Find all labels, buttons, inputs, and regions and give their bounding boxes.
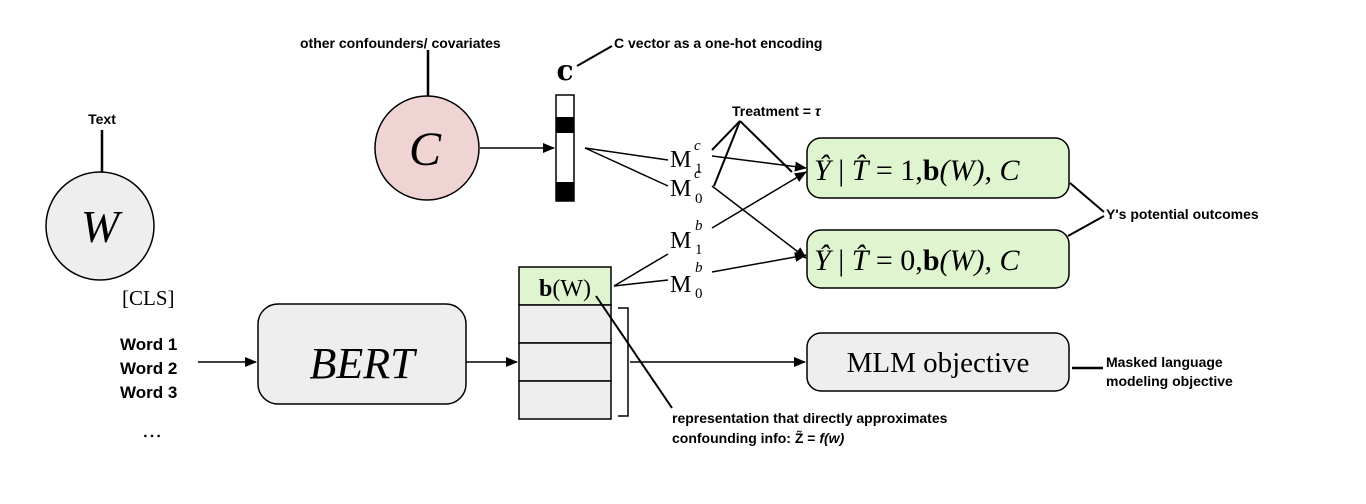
word-1-token: Word 1	[120, 335, 177, 354]
mlm-annotation-line2: modeling objective	[1106, 373, 1233, 389]
svg-text:M: M	[670, 272, 691, 298]
bert-label: BERT	[309, 339, 418, 388]
mlm-frame	[806, 332, 1070, 392]
w-node-circle	[45, 171, 155, 281]
svg-text:c: c	[694, 166, 701, 182]
representation-annotation-line1: representation that directly approximate…	[672, 410, 948, 426]
svg-text:0: 0	[695, 191, 703, 207]
svg-text:b: b	[695, 260, 703, 276]
embedding-stack: b(W)	[518, 266, 612, 420]
svg-text:1: 1	[695, 161, 703, 177]
w-node: W	[45, 171, 155, 281]
mlm-objective-box: MLM objective	[806, 332, 1070, 392]
m1b-to-y1-arrow	[711, 171, 807, 229]
svg-text:M: M	[670, 147, 691, 173]
c-vector-label: c	[556, 54, 573, 87]
one-hot-vector-cell	[556, 182, 574, 201]
potential-outcomes-line-y1	[1069, 182, 1105, 213]
vector-to-m1c-line	[584, 147, 669, 161]
svg-text:M: M	[670, 228, 691, 254]
potential-outcomes-annotation: Y's potential outcomes	[1106, 206, 1259, 222]
mlm-label: MLM objective	[847, 347, 1030, 379]
word-2-token: Word 2	[120, 359, 177, 378]
outcome-y0-label: Ŷ | T̂ = 0,b(W), C	[814, 244, 1020, 277]
outcome-y1-frame	[806, 137, 1070, 199]
m1b-label: M b 1	[670, 218, 703, 258]
potential-outcomes-line-y0	[1067, 215, 1105, 237]
cls-token: [CLS]	[122, 286, 175, 310]
bw-to-m1b-line	[613, 253, 669, 287]
outcome-y0-box: Ŷ | T̂ = 0,b(W), C	[806, 229, 1070, 289]
treatment-line-m0c	[713, 120, 741, 187]
vector-to-m0c-line	[584, 147, 669, 187]
treatment-line-m1c	[711, 120, 741, 151]
c-node: C	[374, 95, 480, 201]
svg-text:b: b	[695, 218, 703, 234]
treatment-annotation: Treatment = τ	[732, 103, 822, 119]
one-hot-vector-cell	[556, 117, 574, 133]
bert-frame	[257, 303, 467, 405]
outcome-y1-box: Ŷ | T̂ = 1,b(W), C	[806, 137, 1070, 199]
mlm-annotation-line1: Masked language	[1106, 354, 1223, 370]
w-node-label: W	[81, 201, 123, 252]
m1c-label: M c 1	[670, 138, 703, 177]
b-w-cell	[518, 266, 612, 306]
c-vector-annotation: C vector as a one-hot encoding	[614, 35, 822, 51]
b-w-label: b(W)	[539, 276, 591, 302]
m0b-label: M b 0	[670, 260, 703, 302]
m0b-to-y0-arrow	[711, 252, 807, 273]
embedding-cell	[518, 380, 612, 420]
embedding-cell	[518, 304, 612, 344]
svg-text:0: 0	[695, 286, 703, 302]
m1c-to-y1-arrow	[711, 155, 807, 172]
svg-text:1: 1	[695, 242, 703, 258]
word-3-token: Word 3	[120, 383, 177, 402]
bert-box: BERT	[257, 303, 467, 405]
text-annotation: Text	[88, 111, 116, 127]
m0c-to-y0-arrow	[711, 185, 807, 259]
c-node-label: C	[409, 123, 442, 176]
outcome-y1-label: Ŷ | T̂ = 1,b(W), C	[814, 154, 1020, 187]
svg-text:M: M	[670, 176, 691, 202]
confounders-annotation: other confounders/ covariates	[300, 35, 501, 51]
c-vector-annotation-line	[576, 45, 613, 67]
embedding-cell	[518, 342, 612, 382]
representation-annotation-line	[595, 295, 673, 409]
one-hot-vector	[555, 94, 575, 202]
treatment-line-outcome	[739, 120, 793, 173]
svg-text:c: c	[694, 138, 701, 154]
bw-to-m0b-line	[613, 279, 669, 287]
word-embeddings-bracket	[618, 307, 629, 417]
representation-annotation-line2: confounding info: Z̃ = f(w)	[672, 429, 845, 446]
ellipsis-token: …	[142, 418, 162, 442]
outcome-y0-frame	[806, 229, 1070, 289]
m0c-label: M c 0	[670, 166, 703, 207]
